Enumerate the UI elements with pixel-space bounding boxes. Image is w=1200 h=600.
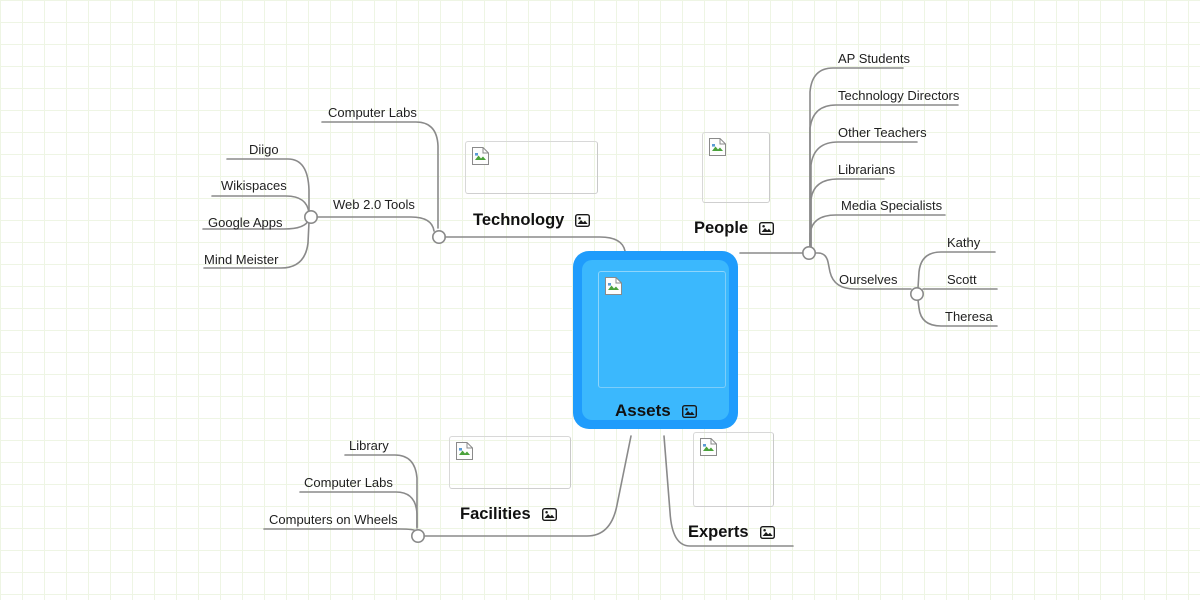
leaf-diigo[interactable]: Diigo: [249, 142, 279, 157]
leaf-web-2-0-tools[interactable]: Web 2.0 Tools: [333, 197, 415, 212]
junction-ourselves: [909, 286, 924, 301]
leaf-kathy[interactable]: Kathy: [947, 235, 981, 250]
wire-librarians: [810, 178, 885, 248]
image-icon[interactable]: [681, 404, 697, 418]
leaf-theresa[interactable]: Theresa: [945, 309, 993, 324]
broken-image-icon: [700, 438, 717, 456]
assets-label-row: Assets: [615, 401, 697, 421]
wire-computer-labs-top: [321, 121, 439, 229]
assets-inner-panel: Assets: [582, 260, 729, 420]
experts-label: Experts: [688, 523, 749, 541]
broken-image-icon: [605, 277, 622, 295]
wire-media-specialists: [809, 214, 946, 248]
leaf-other-teachers[interactable]: Other Teachers: [838, 125, 927, 140]
leaf-ap-students[interactable]: AP Students: [838, 51, 911, 66]
wire-wikispaces: [211, 195, 310, 214]
node-experts[interactable]: Experts: [688, 432, 775, 542]
experts-image-placeholder: [693, 432, 774, 507]
broken-image-icon: [472, 147, 489, 165]
leaf-computer-labs-bottom[interactable]: Computer Labs: [304, 475, 393, 490]
people-label-row: People: [694, 219, 775, 238]
image-icon[interactable]: [541, 508, 557, 521]
leaf-librarians[interactable]: Librarians: [838, 162, 896, 177]
leaf-wikispaces[interactable]: Wikispaces: [221, 178, 287, 193]
wire-other-teachers: [810, 141, 918, 248]
leaf-computer-labs-top[interactable]: Computer Labs: [328, 105, 417, 120]
facilities-label: Facilities: [460, 505, 531, 523]
node-assets-central[interactable]: Assets: [573, 251, 738, 429]
junction-technology: [431, 230, 446, 245]
leaf-library[interactable]: Library: [349, 438, 389, 453]
node-technology[interactable]: Technology: [465, 141, 598, 230]
leaf-computers-on-wheels[interactable]: Computers on Wheels: [269, 512, 398, 527]
image-icon[interactable]: [759, 526, 775, 539]
junction-facilities: [410, 528, 425, 543]
leaf-media-specialists[interactable]: Media Specialists: [841, 198, 943, 213]
image-icon[interactable]: [575, 214, 591, 227]
junction-people: [801, 246, 816, 261]
broken-image-icon: [456, 442, 473, 460]
leaf-scott[interactable]: Scott: [947, 272, 977, 287]
people-image-placeholder: [702, 132, 770, 203]
leaf-mind-meister[interactable]: Mind Meister: [204, 252, 279, 267]
assets-label: Assets: [615, 401, 671, 420]
broken-image-icon: [709, 138, 726, 156]
technology-label: Technology: [473, 211, 565, 229]
wire-technology-to-assets: [444, 236, 626, 252]
technology-label-row: Technology: [473, 211, 598, 230]
experts-label-row: Experts: [688, 523, 775, 542]
assets-image-placeholder: [598, 271, 726, 388]
people-label: People: [694, 219, 749, 237]
wire-web20-stem: [316, 216, 435, 232]
image-icon[interactable]: [759, 222, 775, 235]
facilities-label-row: Facilities: [460, 505, 571, 524]
technology-image-placeholder: [465, 141, 598, 194]
node-facilities[interactable]: Facilities: [449, 436, 571, 524]
leaf-ourselves[interactable]: Ourselves: [839, 272, 898, 287]
facilities-image-placeholder: [449, 436, 571, 489]
leaf-google-apps[interactable]: Google Apps: [208, 215, 283, 230]
wire-computers-on-wheels: [263, 528, 417, 532]
leaf-technology-directors[interactable]: Technology Directors: [838, 88, 960, 103]
node-people[interactable]: People: [694, 132, 775, 238]
junction-web20: [303, 210, 318, 225]
